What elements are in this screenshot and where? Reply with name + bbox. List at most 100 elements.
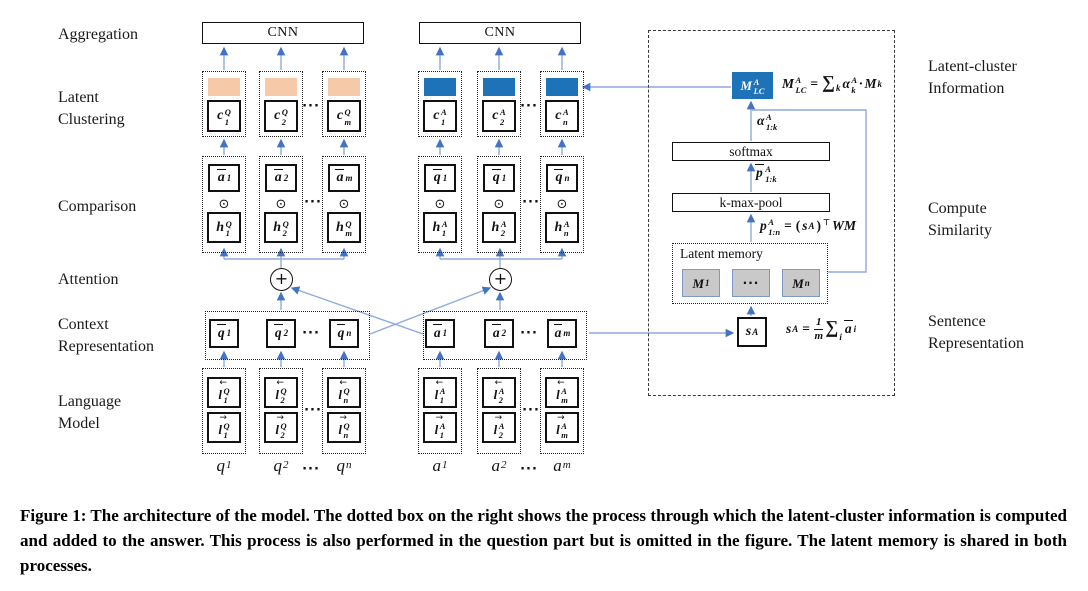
row-label-latent-clustering: Latent Clustering xyxy=(58,87,125,131)
comparison-ellipsis-q: ··· xyxy=(304,195,322,210)
lm-ellipsis-q: ··· xyxy=(304,403,322,418)
comparison-ellipsis-a: ··· xyxy=(522,195,540,210)
latent-column-q1 xyxy=(202,71,246,137)
lm-column-q1 xyxy=(202,368,246,454)
lm-column-a2 xyxy=(477,368,521,454)
row-label-context-line2: Representation xyxy=(58,338,154,355)
elementwise-product-icon: ⊙ xyxy=(275,197,287,212)
latent-memory-box xyxy=(672,243,828,304)
latent-cluster-info-line1: Latent-cluster xyxy=(928,58,1017,75)
latent-cluster-info-line2: Information xyxy=(928,80,1005,97)
latent-column-q2 xyxy=(259,71,303,137)
elementwise-product-icon: ⊙ xyxy=(338,197,350,212)
latent-info-bar-an xyxy=(546,78,578,96)
word-ellipsis-a: ··· xyxy=(520,462,538,477)
attention-add-icon: + xyxy=(489,268,512,291)
right-label-compute-similarity: Compute Similarity xyxy=(928,198,992,242)
latent-info-bar-q1 xyxy=(208,78,240,96)
memory-cell-ellipsis: ··· xyxy=(732,269,770,297)
context-box-answer xyxy=(423,311,587,360)
latent-column-an xyxy=(540,71,584,137)
row-label-comparison: Comparison xyxy=(58,198,137,215)
lm-ellipsis-a: ··· xyxy=(522,403,540,418)
elementwise-product-icon: ⊙ xyxy=(434,197,446,212)
word-ellipsis-q: ··· xyxy=(302,462,320,477)
elementwise-product-icon: ⊙ xyxy=(493,197,505,212)
row-label-language-model: Language Model xyxy=(58,391,121,435)
latent-column-a1 xyxy=(418,71,462,137)
context-ellipsis-a: ··· xyxy=(520,326,538,341)
compute-similarity-line1: Compute xyxy=(928,200,987,217)
row-label-latent-line1: Latent xyxy=(58,89,99,106)
sentence-repr-line1: Sentence xyxy=(928,313,986,330)
latent-info-bar-qm xyxy=(328,78,360,96)
compute-similarity-line2: Similarity xyxy=(928,222,992,239)
latent-column-a2 xyxy=(477,71,521,137)
latent-info-bar-a1 xyxy=(424,78,456,96)
sentence-repr-line2: Representation xyxy=(928,335,1024,352)
latent-ellipsis-q: ··· xyxy=(302,99,320,114)
row-label-lm-line2: Model xyxy=(58,415,100,432)
elementwise-product-icon: ⊙ xyxy=(218,197,230,212)
row-label-latent-line2: Clustering xyxy=(58,111,125,128)
right-label-latent-cluster-info: Latent-cluster Information xyxy=(928,56,1017,100)
right-label-sentence-representation: Sentence Representation xyxy=(928,311,1024,355)
row-label-context: Context Representation xyxy=(58,314,154,358)
figure-caption: Figure 1: The architecture of the model.… xyxy=(20,506,1067,575)
lm-column-a1 xyxy=(418,368,462,454)
row-label-attention: Attention xyxy=(58,271,119,288)
latent-column-qm xyxy=(322,71,366,137)
latent-info-bar-q2 xyxy=(265,78,297,96)
elementwise-product-icon: ⊙ xyxy=(556,197,568,212)
lm-column-q2 xyxy=(259,368,303,454)
lm-column-am xyxy=(540,368,584,454)
softmax-box: softmax xyxy=(672,142,830,161)
attention-add-icon: + xyxy=(270,268,293,291)
latent-memory-label: Latent memory xyxy=(680,246,763,261)
